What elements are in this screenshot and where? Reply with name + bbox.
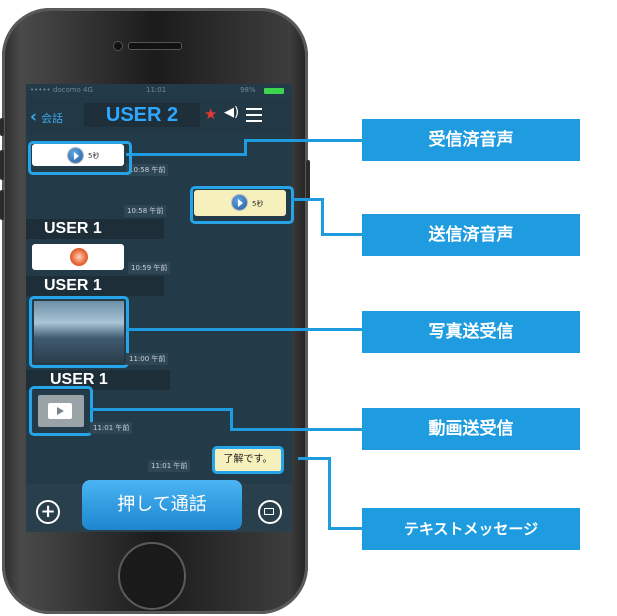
photo-message[interactable] [29,296,129,368]
connector-line [321,198,324,235]
page-title: USER 2 [84,103,200,127]
phone-mute-switch [0,118,4,136]
received-voice-bubble[interactable]: 5秒 [32,144,124,166]
play-icon[interactable] [68,148,83,163]
earpiece-speaker [128,42,182,50]
nav-bar: ‹ 会話 USER 2 ★ ◀) [26,98,292,134]
connector-line [298,457,328,460]
back-label: 会話 [41,112,64,125]
message-timestamp: 11:01 午前 [148,460,191,472]
phone-volume-down [0,190,4,220]
callout-video: 動画送受信 [362,408,580,450]
highlight-frame [28,141,132,175]
message-timestamp: 11:00 午前 [126,353,169,365]
mail-icon[interactable] [258,500,282,524]
connector-line [90,408,230,411]
app-screen: ••••• docomo 4G 11:01 98% ‹ 会話 USER 2 ★ … [26,84,292,532]
carrier-label: ••••• docomo 4G [30,86,93,94]
recording-icon[interactable] [70,248,88,266]
sender-name: USER 1 [26,370,170,390]
phone-volume-up [0,150,4,180]
connector-line [126,153,244,156]
connector-line [126,328,362,331]
star-icon[interactable]: ★ [204,105,218,123]
voice-duration: 5秒 [252,200,264,208]
front-camera [113,41,123,51]
video-message[interactable] [29,386,93,436]
home-button[interactable] [118,542,186,610]
highlight-frame [190,186,294,224]
voice-duration: 5秒 [88,152,100,160]
battery-icon [264,88,284,94]
back-button[interactable]: ‹ 会話 [30,107,63,127]
connector-line [328,527,362,530]
callout-text-message: テキストメッセージ [362,508,580,550]
sent-voice-bubble[interactable]: 5秒 [194,190,286,216]
video-icon[interactable] [38,395,84,427]
plus-icon[interactable]: + [36,500,60,524]
status-bar: ••••• docomo 4G 11:01 98% [26,84,292,98]
sender-name: USER 1 [26,219,164,239]
message-timestamp: 10:58 午前 [126,164,169,176]
message-timestamp: 10:59 午前 [128,262,171,274]
menu-icon[interactable] [246,108,262,126]
connector-line [244,139,247,156]
connector-line [244,139,362,142]
play-icon[interactable] [232,195,247,210]
text-message-bubble[interactable]: 了解です。 [212,446,284,474]
connector-line [291,198,321,201]
push-to-talk-button[interactable]: 押して通話 [82,480,242,530]
sender-name: USER 1 [26,276,164,296]
callout-sent-voice: 送信済音声 [362,214,580,256]
message-timestamp: 10:58 午前 [124,205,167,217]
connector-line [230,408,233,430]
speaker-icon[interactable]: ◀) [224,105,240,120]
received-voice-bubble[interactable] [32,244,124,270]
connector-line [328,457,331,529]
battery-percent: 98% [240,86,256,94]
callout-received-voice: 受信済音声 [362,119,580,161]
clock: 11:01 [146,86,167,94]
connector-line [230,428,362,431]
photo-thumbnail[interactable] [34,301,124,363]
phone-power-button [306,160,310,200]
callout-photo: 写真送受信 [362,311,580,353]
connector-line [321,233,362,236]
chevron-left-icon: ‹ [30,107,38,127]
message-timestamp: 11:01 午前 [90,422,133,434]
